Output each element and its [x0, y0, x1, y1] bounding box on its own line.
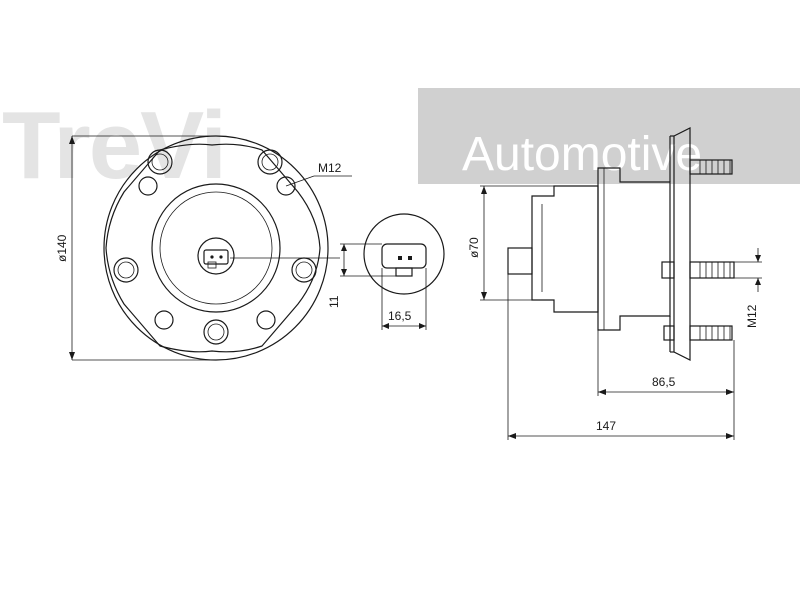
hub-body — [597, 167, 671, 331]
sensor-connector-tab — [207, 261, 217, 269]
connector-pin — [408, 256, 412, 260]
side-view-hub — [507, 127, 735, 361]
sensor-body — [507, 247, 533, 275]
dimension-hub-diameter: ø140 — [55, 135, 210, 361]
front-view-hub — [103, 135, 340, 361]
wheel-stud — [689, 261, 735, 279]
stud-hole — [276, 176, 296, 196]
stud-head — [663, 325, 675, 341]
bolt-hole — [113, 257, 139, 283]
dimension-stud-thread-front: M12 — [285, 161, 352, 187]
watermark: TreVi Automotive — [2, 88, 800, 199]
stud-thread-front-label: M12 — [318, 161, 342, 175]
stud-hole — [256, 310, 276, 330]
dimension-overall-length: 147 — [507, 274, 735, 440]
hub-outer-circle — [103, 135, 329, 361]
watermark-tagline: Automotive — [462, 128, 702, 181]
dimension-bearing-diameter: ø70 — [467, 185, 556, 301]
connector-detail: 11 16,5 — [327, 213, 445, 330]
hub-bearing-ring — [159, 191, 273, 305]
connector-height-label: 11 — [327, 295, 341, 308]
bolt-hole-inner — [151, 153, 169, 171]
wheel-stud — [689, 159, 733, 175]
stud-head — [661, 261, 675, 279]
hub-flange — [673, 127, 691, 361]
stud-hole — [138, 176, 158, 196]
hub-flange-outline — [105, 143, 321, 353]
bolt-hole-inner — [261, 153, 279, 171]
hub-diameter-label: ø140 — [55, 234, 69, 262]
watermark-brand: TreVi — [2, 92, 225, 199]
dimension-flange-to-end: 86,5 — [597, 330, 735, 396]
bearing-diameter-label: ø70 — [467, 237, 481, 258]
bolt-hole-inner — [295, 261, 313, 279]
sensor-pin — [210, 255, 214, 259]
bolt-hole-inner — [117, 261, 135, 279]
connector-pin — [398, 256, 402, 260]
overall-length-label: 147 — [596, 419, 616, 433]
connector-housing — [381, 243, 427, 269]
bolt-hole-inner — [207, 323, 225, 341]
sensor-pin — [219, 255, 223, 259]
connector-width-label: 16,5 — [388, 309, 412, 323]
wheel-stud — [689, 325, 733, 341]
stud-thread-side-label: M12 — [745, 304, 759, 328]
connector-detail-circle — [363, 213, 445, 295]
hub-inner-ring — [151, 183, 281, 313]
bolt-hole — [147, 149, 173, 175]
flange-to-end-label: 86,5 — [652, 375, 676, 389]
stud-hole — [154, 310, 174, 330]
dimension-stud-thread-side: M12 — [734, 248, 762, 328]
connector-latch — [395, 267, 413, 277]
bolt-hole — [203, 319, 229, 345]
bolt-hole — [257, 149, 283, 175]
sensor-socket — [197, 237, 235, 275]
